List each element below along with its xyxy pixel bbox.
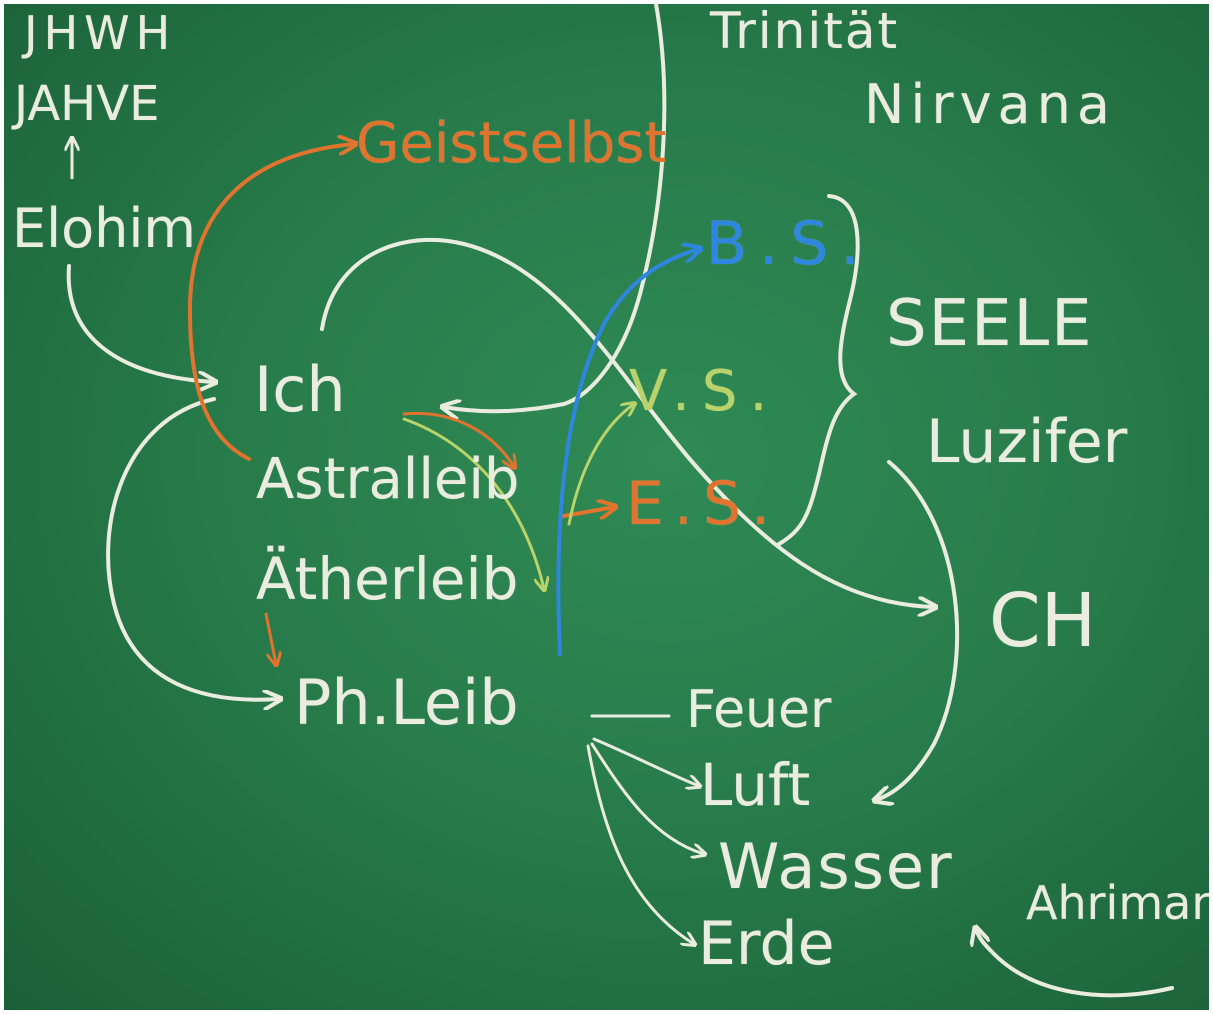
label-jahve: JAHVE [14,76,160,132]
label-seele: SEELE [886,287,1094,361]
arrow-astralleib-geistselbst [187,144,354,461]
arrow-green-vs [567,404,634,526]
label-wasser: Wasser [718,830,954,903]
label-es: E.S. [626,469,781,539]
arrow-ich-aether-green [402,417,544,589]
divider-curve [562,4,667,406]
label-nirvana: Nirvana [864,73,1116,136]
arrow-back-to-ich [444,404,566,411]
label-luzifer: Luzifer [926,407,1128,477]
arrow-phleib-bs [556,249,699,656]
label-luft: Luft [700,751,811,819]
label-geistselbst: Geistselbst [356,111,667,176]
label-jhwh: JHWH [24,6,177,60]
arrow-ahriman [976,929,1174,998]
label-trinitaet: Trinität [710,4,900,60]
arrow-phleib-erde [586,744,694,944]
arrow-phleib-wasser [590,742,704,854]
arrow-ich-astral-orange [402,411,514,467]
label-elohim: Elohim [12,197,196,260]
label-ch: CH [989,578,1097,664]
label-ahriman: Ahriman [1026,876,1209,930]
arrow-ich-phleib [106,397,279,700]
arrow-elohim-ich [66,264,214,382]
arrow-luzifer-luft [876,460,960,800]
seele-brace [777,194,860,546]
chalk-strokes [4,4,1174,998]
arrow-loop-ich-ch [320,237,934,607]
label-bs: B.S. [706,209,872,279]
label-astralleib: Astralleib [256,447,520,512]
label-vs: V.S. [629,359,780,424]
label-feuer: Feuer [686,680,832,740]
chalkboard: JHWH JAHVE Elohim Geistselbst Trinität N… [4,4,1209,1010]
arrow-phleib-luft [592,737,699,786]
arrow-aether-phleib [264,612,276,664]
label-aetherleib: Ätherleib [256,545,519,613]
label-erde: Erde [698,909,835,979]
label-ph-leib: Ph.Leib [294,666,519,739]
label-ich: Ich [254,353,346,426]
